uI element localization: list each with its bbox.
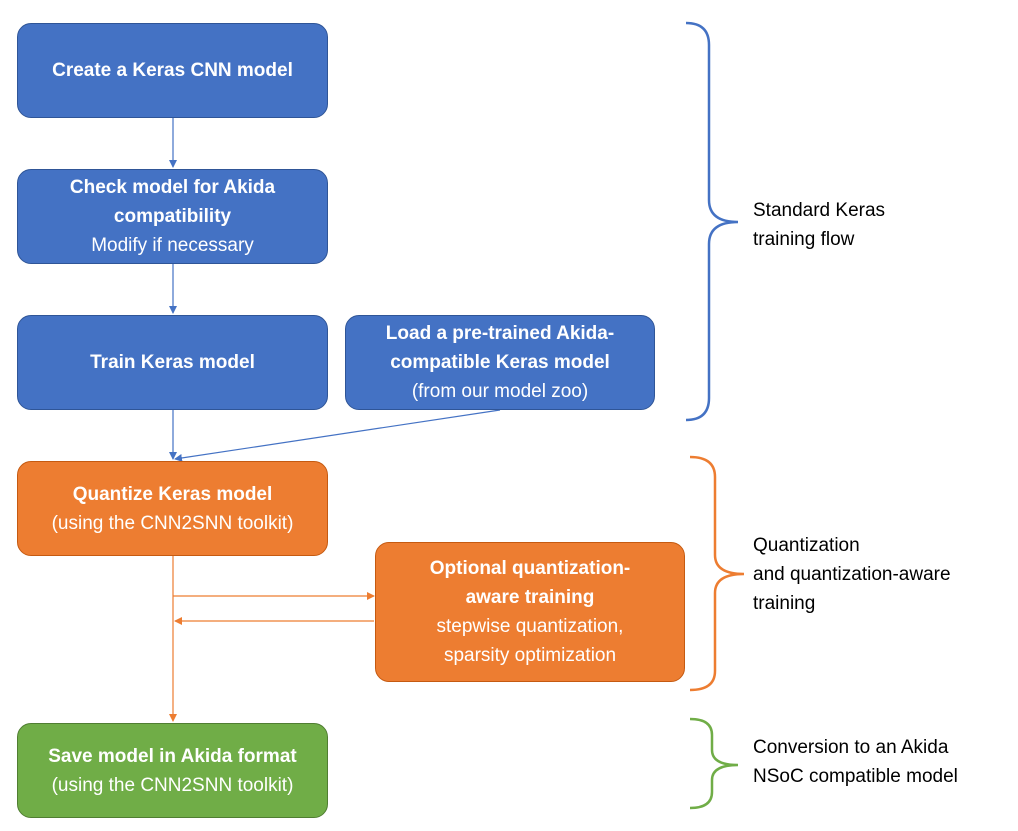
stage-label-quantization: Quantization and quantization-aware trai… (753, 531, 951, 618)
optional-training-title-line2: aware training (465, 587, 595, 608)
train-model-box: Train Keras model (17, 315, 328, 410)
stage-standard-line1: Standard Keras (753, 200, 886, 221)
stage-standard-line2: training flow (753, 229, 855, 250)
save-model-subtitle: (using the CNN2SNN toolkit) (51, 774, 294, 796)
save-model-title: Save model in Akida format (48, 745, 297, 767)
quantize-model-box: Quantize Keras model (using the CNN2SNN … (17, 461, 328, 556)
stage-label-standard: Standard Keras training flow (753, 196, 885, 254)
train-model-title: Train Keras model (90, 352, 255, 373)
quantize-model-title: Quantize Keras model (72, 483, 273, 505)
create-model-title: Create a Keras CNN model (52, 60, 293, 81)
optional-training-title-line1: Optional quantization- (429, 558, 631, 579)
check-model-box: Check model for Akida compatibility Modi… (17, 169, 328, 264)
quantize-model-subtitle: (using the CNN2SNN toolkit) (51, 512, 294, 534)
brace-standard (685, 21, 739, 422)
check-model-subtitle: Modify if necessary (91, 235, 254, 256)
stage-label-conversion: Conversion to an Akida NSoC compatible m… (753, 733, 958, 791)
optional-training-subtitle-line2: sparsity optimization (443, 645, 617, 666)
load-pretrained-title-line2: compatible Keras model (390, 352, 610, 373)
check-model-title-line2: compatibility (113, 206, 232, 227)
create-model-box: Create a Keras CNN model (17, 23, 328, 118)
check-model-title-line1: Check model for Akida (69, 177, 276, 198)
optional-training-box: Optional quantization- aware training st… (375, 542, 685, 682)
arrow-load-to-quantize (174, 409, 501, 462)
save-model-box: Save model in Akida format (using the CN… (17, 723, 328, 818)
stage-quantization-line1: Quantization (753, 535, 860, 556)
load-pretrained-box: Load a pre-trained Akida- compatible Ker… (345, 315, 655, 410)
load-pretrained-title-line1: Load a pre-trained Akida- (385, 323, 615, 344)
stage-conversion-line2: NSoC compatible model (753, 766, 958, 787)
stage-quantization-line3: training (753, 593, 816, 614)
brace-conversion (689, 717, 739, 810)
brace-quantization (689, 455, 745, 692)
load-pretrained-subtitle: (from our model zoo) (411, 381, 589, 402)
optional-training-subtitle-line1: stepwise quantization, (436, 616, 624, 637)
stage-conversion-line1: Conversion to an Akida (753, 737, 949, 758)
stage-quantization-line2: and quantization-aware (753, 564, 951, 585)
